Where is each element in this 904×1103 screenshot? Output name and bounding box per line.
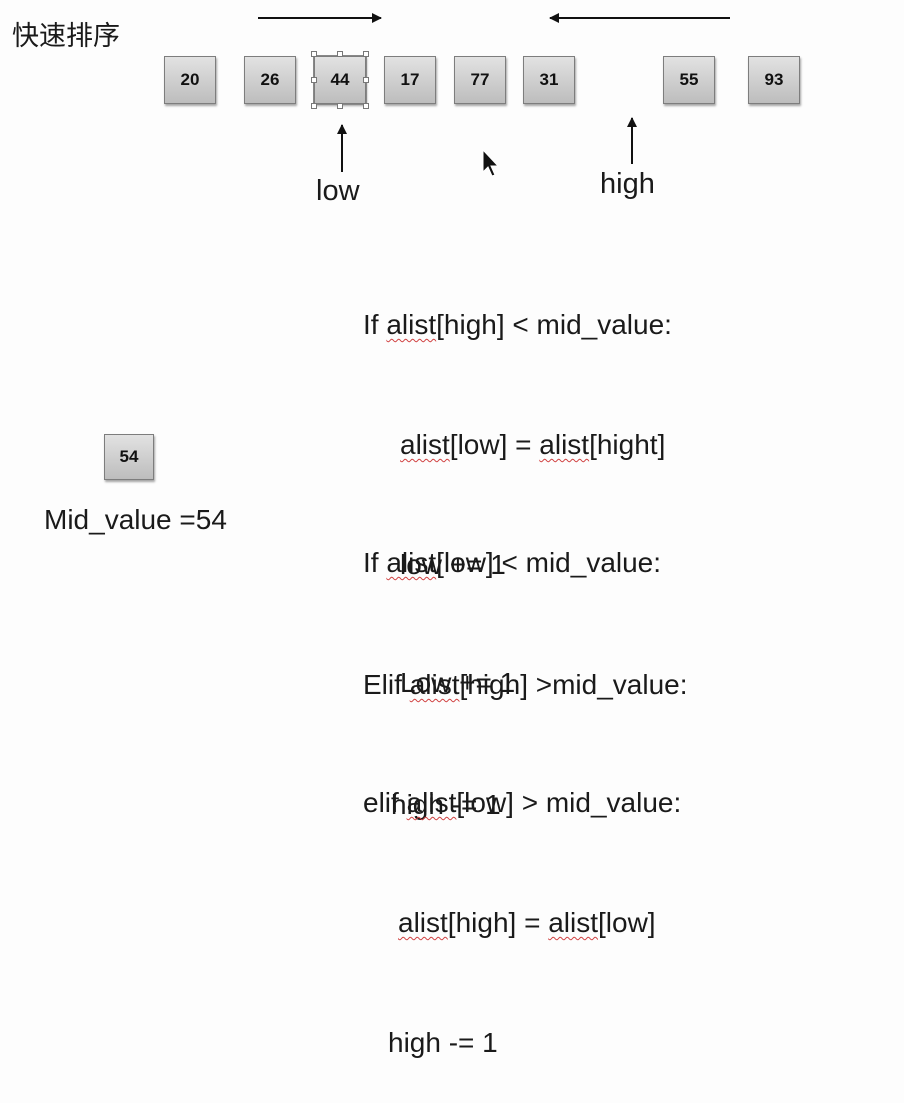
code-line: low += 1 bbox=[400, 549, 506, 580]
array-item[interactable]: 93 bbox=[748, 56, 800, 104]
code-line: alist[high] = alist[low] bbox=[398, 907, 656, 938]
code-block-2: If alist[low] < mid_value: Low += 1 elif… bbox=[363, 463, 681, 1103]
array-item[interactable]: 77 bbox=[454, 56, 506, 104]
selection-handle[interactable] bbox=[337, 103, 343, 109]
array-item[interactable]: 26 bbox=[244, 56, 296, 104]
code-line: Low += 1 bbox=[400, 667, 516, 698]
code-line: alist[low] = alist[hight] bbox=[400, 429, 666, 460]
array-item[interactable]: 17 bbox=[384, 56, 436, 104]
selection-handle[interactable] bbox=[363, 103, 369, 109]
code-line: If alist[low] < mid_value: bbox=[363, 547, 662, 578]
arrows-layer bbox=[258, 13, 730, 177]
code-line: elif alist[low] > mid_value: bbox=[363, 787, 682, 818]
selection-handle[interactable] bbox=[363, 51, 369, 57]
selection-handle[interactable] bbox=[311, 51, 317, 57]
code-line: high -= 1 bbox=[388, 1027, 498, 1058]
array-item[interactable]: 55 bbox=[663, 56, 715, 104]
selection-handle[interactable] bbox=[363, 77, 369, 83]
pivot-box[interactable]: 54 bbox=[104, 434, 154, 480]
selection-handle[interactable] bbox=[337, 51, 343, 57]
page-title: 快速排序 bbox=[12, 21, 120, 52]
selection-handle[interactable] bbox=[311, 103, 317, 109]
code-line: If alist[high] < mid_value: bbox=[363, 309, 672, 340]
low-label: low bbox=[316, 175, 360, 207]
mouse-cursor-icon bbox=[482, 148, 500, 177]
selection-handle[interactable] bbox=[311, 77, 317, 83]
array-item[interactable]: 20 bbox=[164, 56, 216, 104]
pivot-label: Mid_value =54 bbox=[44, 504, 227, 535]
array-item[interactable]: 31 bbox=[523, 56, 575, 104]
high-label: high bbox=[600, 168, 655, 200]
